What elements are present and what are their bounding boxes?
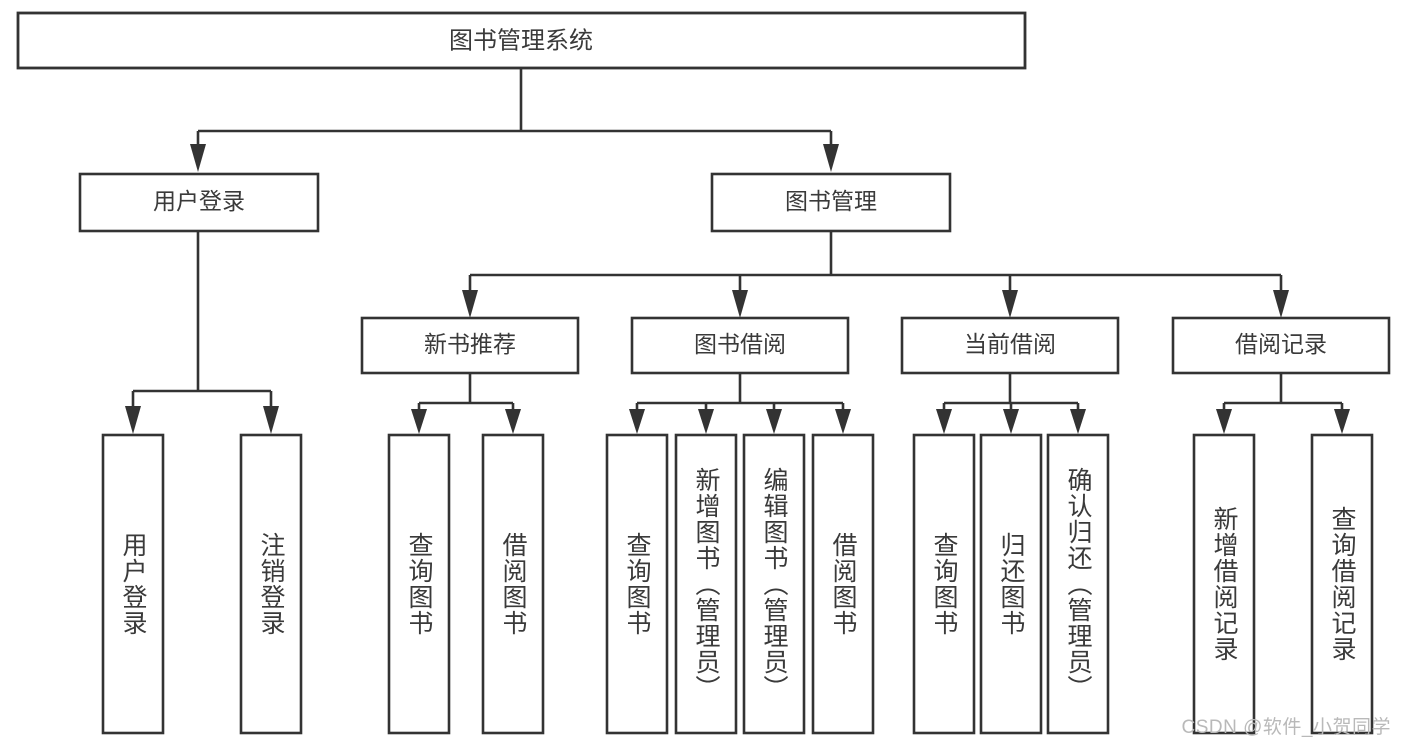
node-borrow-record-label: 借阅记录 [1235,331,1327,357]
leaf-user-login-login[interactable] [101,433,165,735]
leaf-book-borrow-query[interactable] [605,433,669,735]
node-user-login-label: 用户登录 [153,188,245,214]
connector-book-manage-to-level3 [462,231,1289,318]
connector-new-book-to-leaves [411,373,521,434]
node-new-book-recommend[interactable]: 新书推荐 [360,316,580,375]
node-book-manage[interactable]: 图书管理 [710,172,952,233]
leaf-book-borrow-add[interactable] [674,433,738,735]
node-root-system[interactable]: 图书管理系统 [16,11,1027,70]
watermark-text: CSDN @软件_小贺同学 [1181,717,1391,738]
connector-current-borrow-to-leaves [936,373,1086,434]
node-user-login[interactable]: 用户登录 [78,172,320,233]
node-borrow-record[interactable]: 借阅记录 [1171,316,1391,375]
leaf-borrow-record-add[interactable] [1192,433,1256,735]
connector-user-login-to-leaves [125,231,279,434]
connector-borrow-record-to-leaves [1216,373,1350,434]
leaf-current-borrow-return[interactable] [979,433,1043,735]
leaf-user-login-logout[interactable] [239,433,303,735]
connector-book-borrow-to-leaves [629,373,851,434]
leaf-borrow-record-query[interactable] [1310,433,1374,735]
node-root-system-label: 图书管理系统 [449,27,593,54]
node-current-borrow-label: 当前借阅 [964,331,1056,357]
leaf-new-book-query[interactable] [387,433,451,735]
node-book-borrow-label: 图书借阅 [694,331,786,357]
leaf-book-borrow-edit[interactable] [742,433,806,735]
leaf-book-borrow-lend[interactable] [811,433,875,735]
node-current-borrow[interactable]: 当前借阅 [900,316,1120,375]
leaf-current-borrow-query[interactable] [912,433,976,735]
connector-root-to-level2 [190,68,839,172]
node-book-borrow[interactable]: 图书借阅 [630,316,850,375]
node-new-book-recommend-label: 新书推荐 [424,331,516,357]
leaf-new-book-borrow[interactable] [481,433,545,735]
node-book-manage-label: 图书管理 [785,188,877,214]
leaf-current-borrow-confirm[interactable] [1046,433,1110,735]
